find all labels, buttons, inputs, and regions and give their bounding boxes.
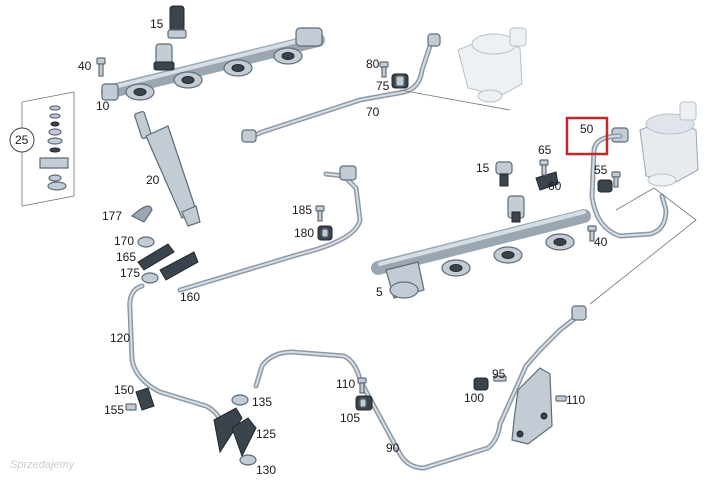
label-5: 5 bbox=[376, 285, 383, 299]
pipe-120[interactable] bbox=[127, 283, 225, 427]
high-pressure-pump-50[interactable] bbox=[611, 101, 699, 187]
bracket-pipe-90[interactable] bbox=[511, 367, 553, 445]
bolt-110-center[interactable] bbox=[357, 377, 367, 394]
clamp-75[interactable] bbox=[391, 73, 409, 89]
label-40-top: 40 bbox=[78, 59, 92, 73]
label-25: 25 bbox=[15, 133, 29, 147]
hose-165[interactable] bbox=[137, 243, 199, 281]
clamp-175[interactable] bbox=[141, 272, 159, 284]
hose-150[interactable] bbox=[135, 387, 155, 411]
ghost-pump-top bbox=[457, 27, 527, 103]
clamp-180[interactable] bbox=[317, 225, 333, 241]
label-15: 15 bbox=[476, 161, 490, 175]
clamp-55[interactable] bbox=[597, 179, 613, 193]
pipe-160[interactable] bbox=[177, 165, 363, 293]
bolt-185[interactable] bbox=[315, 205, 325, 222]
label-135: 135 bbox=[252, 395, 272, 409]
label-55: 55 bbox=[594, 163, 608, 177]
label-110-center: 110 bbox=[336, 377, 355, 391]
label-70: 70 bbox=[366, 105, 380, 119]
hose-177[interactable] bbox=[130, 205, 153, 223]
leader-pump-50 bbox=[589, 187, 697, 305]
pressure-sensor-15-top[interactable] bbox=[167, 5, 187, 39]
label-170: 170 bbox=[114, 234, 134, 248]
injector-20[interactable] bbox=[134, 111, 201, 227]
label-20: 20 bbox=[146, 173, 160, 187]
label-100: 100 bbox=[464, 391, 484, 405]
label-80: 80 bbox=[366, 57, 380, 71]
label-75: 75 bbox=[376, 79, 390, 93]
label-185: 185 bbox=[292, 203, 312, 217]
seal-kit-25[interactable] bbox=[21, 91, 75, 207]
callout-circle-25 bbox=[9, 127, 35, 153]
fuel-rail-5[interactable] bbox=[371, 195, 591, 299]
clamp-170[interactable] bbox=[137, 236, 155, 248]
label-125: 125 bbox=[256, 427, 276, 441]
label-50: 50 bbox=[580, 122, 594, 136]
clamp-100[interactable] bbox=[473, 377, 489, 391]
label-165: 165 bbox=[116, 250, 136, 264]
bracket-60[interactable] bbox=[535, 171, 559, 191]
label-110-right: 110 bbox=[566, 393, 585, 407]
label-15-top: 15 bbox=[150, 17, 164, 31]
bolt-80[interactable] bbox=[379, 61, 389, 78]
label-105: 105 bbox=[340, 411, 360, 425]
clamp-105[interactable] bbox=[355, 395, 373, 411]
pressure-sensor-15[interactable] bbox=[495, 161, 513, 187]
label-150: 150 bbox=[114, 383, 134, 397]
fuel-rail-10[interactable] bbox=[101, 27, 325, 101]
highlight-box-50 bbox=[565, 116, 609, 156]
label-180: 180 bbox=[294, 226, 314, 240]
bolt-65[interactable] bbox=[539, 159, 549, 176]
label-160: 160 bbox=[180, 290, 200, 304]
bolt-95[interactable] bbox=[493, 375, 507, 382]
bolt-155[interactable] bbox=[125, 403, 137, 411]
label-10: 10 bbox=[96, 99, 110, 113]
bolt-40-top[interactable] bbox=[96, 57, 106, 77]
leader-ghost-pump bbox=[399, 89, 511, 111]
pipe-70[interactable] bbox=[241, 33, 441, 143]
label-65: 65 bbox=[538, 143, 552, 157]
hose-125[interactable] bbox=[213, 407, 257, 458]
bolt-40-right[interactable] bbox=[587, 225, 597, 242]
label-177: 177 bbox=[102, 209, 122, 223]
label-130: 130 bbox=[256, 463, 276, 477]
label-40-right: 40 bbox=[594, 235, 608, 249]
label-175: 175 bbox=[120, 266, 140, 280]
clamp-130[interactable] bbox=[239, 454, 257, 466]
pipe-90[interactable] bbox=[253, 305, 587, 471]
label-90: 90 bbox=[386, 441, 400, 455]
label-120: 120 bbox=[110, 331, 130, 345]
sensor-plug-rail-top[interactable] bbox=[153, 43, 175, 71]
label-155: 155 bbox=[104, 403, 124, 417]
watermark: Sprzedajemy bbox=[10, 459, 76, 471]
bolt-55[interactable] bbox=[611, 171, 621, 188]
pipe-50[interactable] bbox=[589, 133, 669, 239]
label-60: 60 bbox=[548, 179, 562, 193]
label-95: 95 bbox=[492, 367, 506, 381]
bolt-110-right[interactable] bbox=[555, 395, 567, 402]
clamp-135[interactable] bbox=[231, 394, 249, 406]
